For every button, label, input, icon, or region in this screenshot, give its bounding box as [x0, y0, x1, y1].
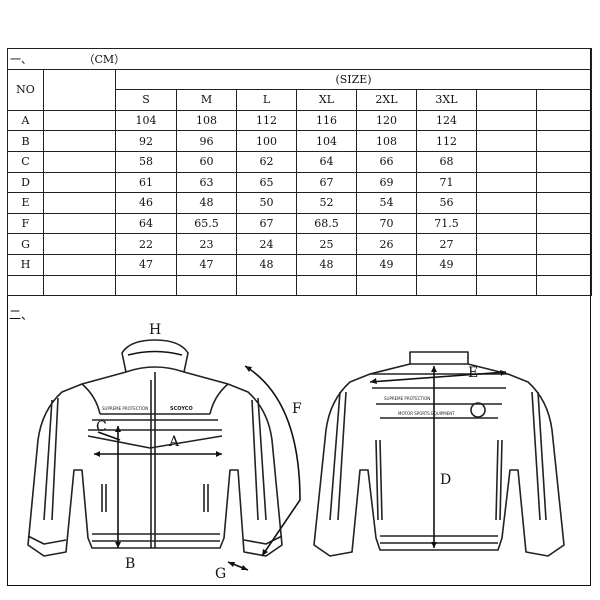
- size-value-cell: 120: [356, 109, 417, 132]
- size-value-cell: 71.5: [416, 212, 477, 235]
- front-jacket-drawing: [27, 339, 283, 557]
- measure-label-C: C: [96, 419, 107, 435]
- measure-label-E: E: [468, 365, 478, 381]
- size-value-cell: 27: [416, 233, 477, 255]
- size-value-cell: 71: [416, 171, 477, 194]
- measure-F-line: [244, 365, 301, 557]
- measure-label-F: F: [292, 401, 302, 417]
- section1-number: 一、: [10, 52, 32, 66]
- blank-header-cell: [43, 68, 116, 111]
- measure-label-D: D: [440, 472, 451, 488]
- measure-C-line: [97, 431, 121, 441]
- back-print-protection: SUPREME PROTECTION: [384, 396, 430, 401]
- measure-H-line: [127, 350, 183, 356]
- front-print-brand: SCOYCO: [170, 406, 193, 412]
- size-value-cell: 65.5: [176, 212, 237, 235]
- size-value-cell: 67: [296, 171, 357, 194]
- unit-label: （CM）: [83, 52, 126, 66]
- size-value-cell: 104: [296, 130, 357, 152]
- front-print-protection: SUPREME PROTECTION: [102, 406, 148, 411]
- size-heading-row: NO (SIZE): [7, 68, 593, 111]
- measure-E-line: [369, 371, 507, 383]
- size-value-cell: 66: [356, 150, 417, 173]
- no-header: NO: [7, 68, 44, 111]
- size-value-cell: 47: [115, 253, 177, 276]
- size-value-cell: 61: [115, 171, 177, 194]
- back-print-equipment: MOTOR SPORTS EQUIPMENT: [398, 411, 455, 416]
- section2-number: 二、: [9, 308, 34, 322]
- blank-row: [7, 274, 593, 297]
- measure-label-H: H: [149, 322, 161, 338]
- measure-label-G: G: [215, 566, 226, 582]
- measure-label-B: B: [125, 556, 135, 572]
- size-value-cell: 54: [356, 192, 417, 214]
- measure-label-A: A: [168, 434, 180, 450]
- back-jacket-drawing: [313, 351, 565, 557]
